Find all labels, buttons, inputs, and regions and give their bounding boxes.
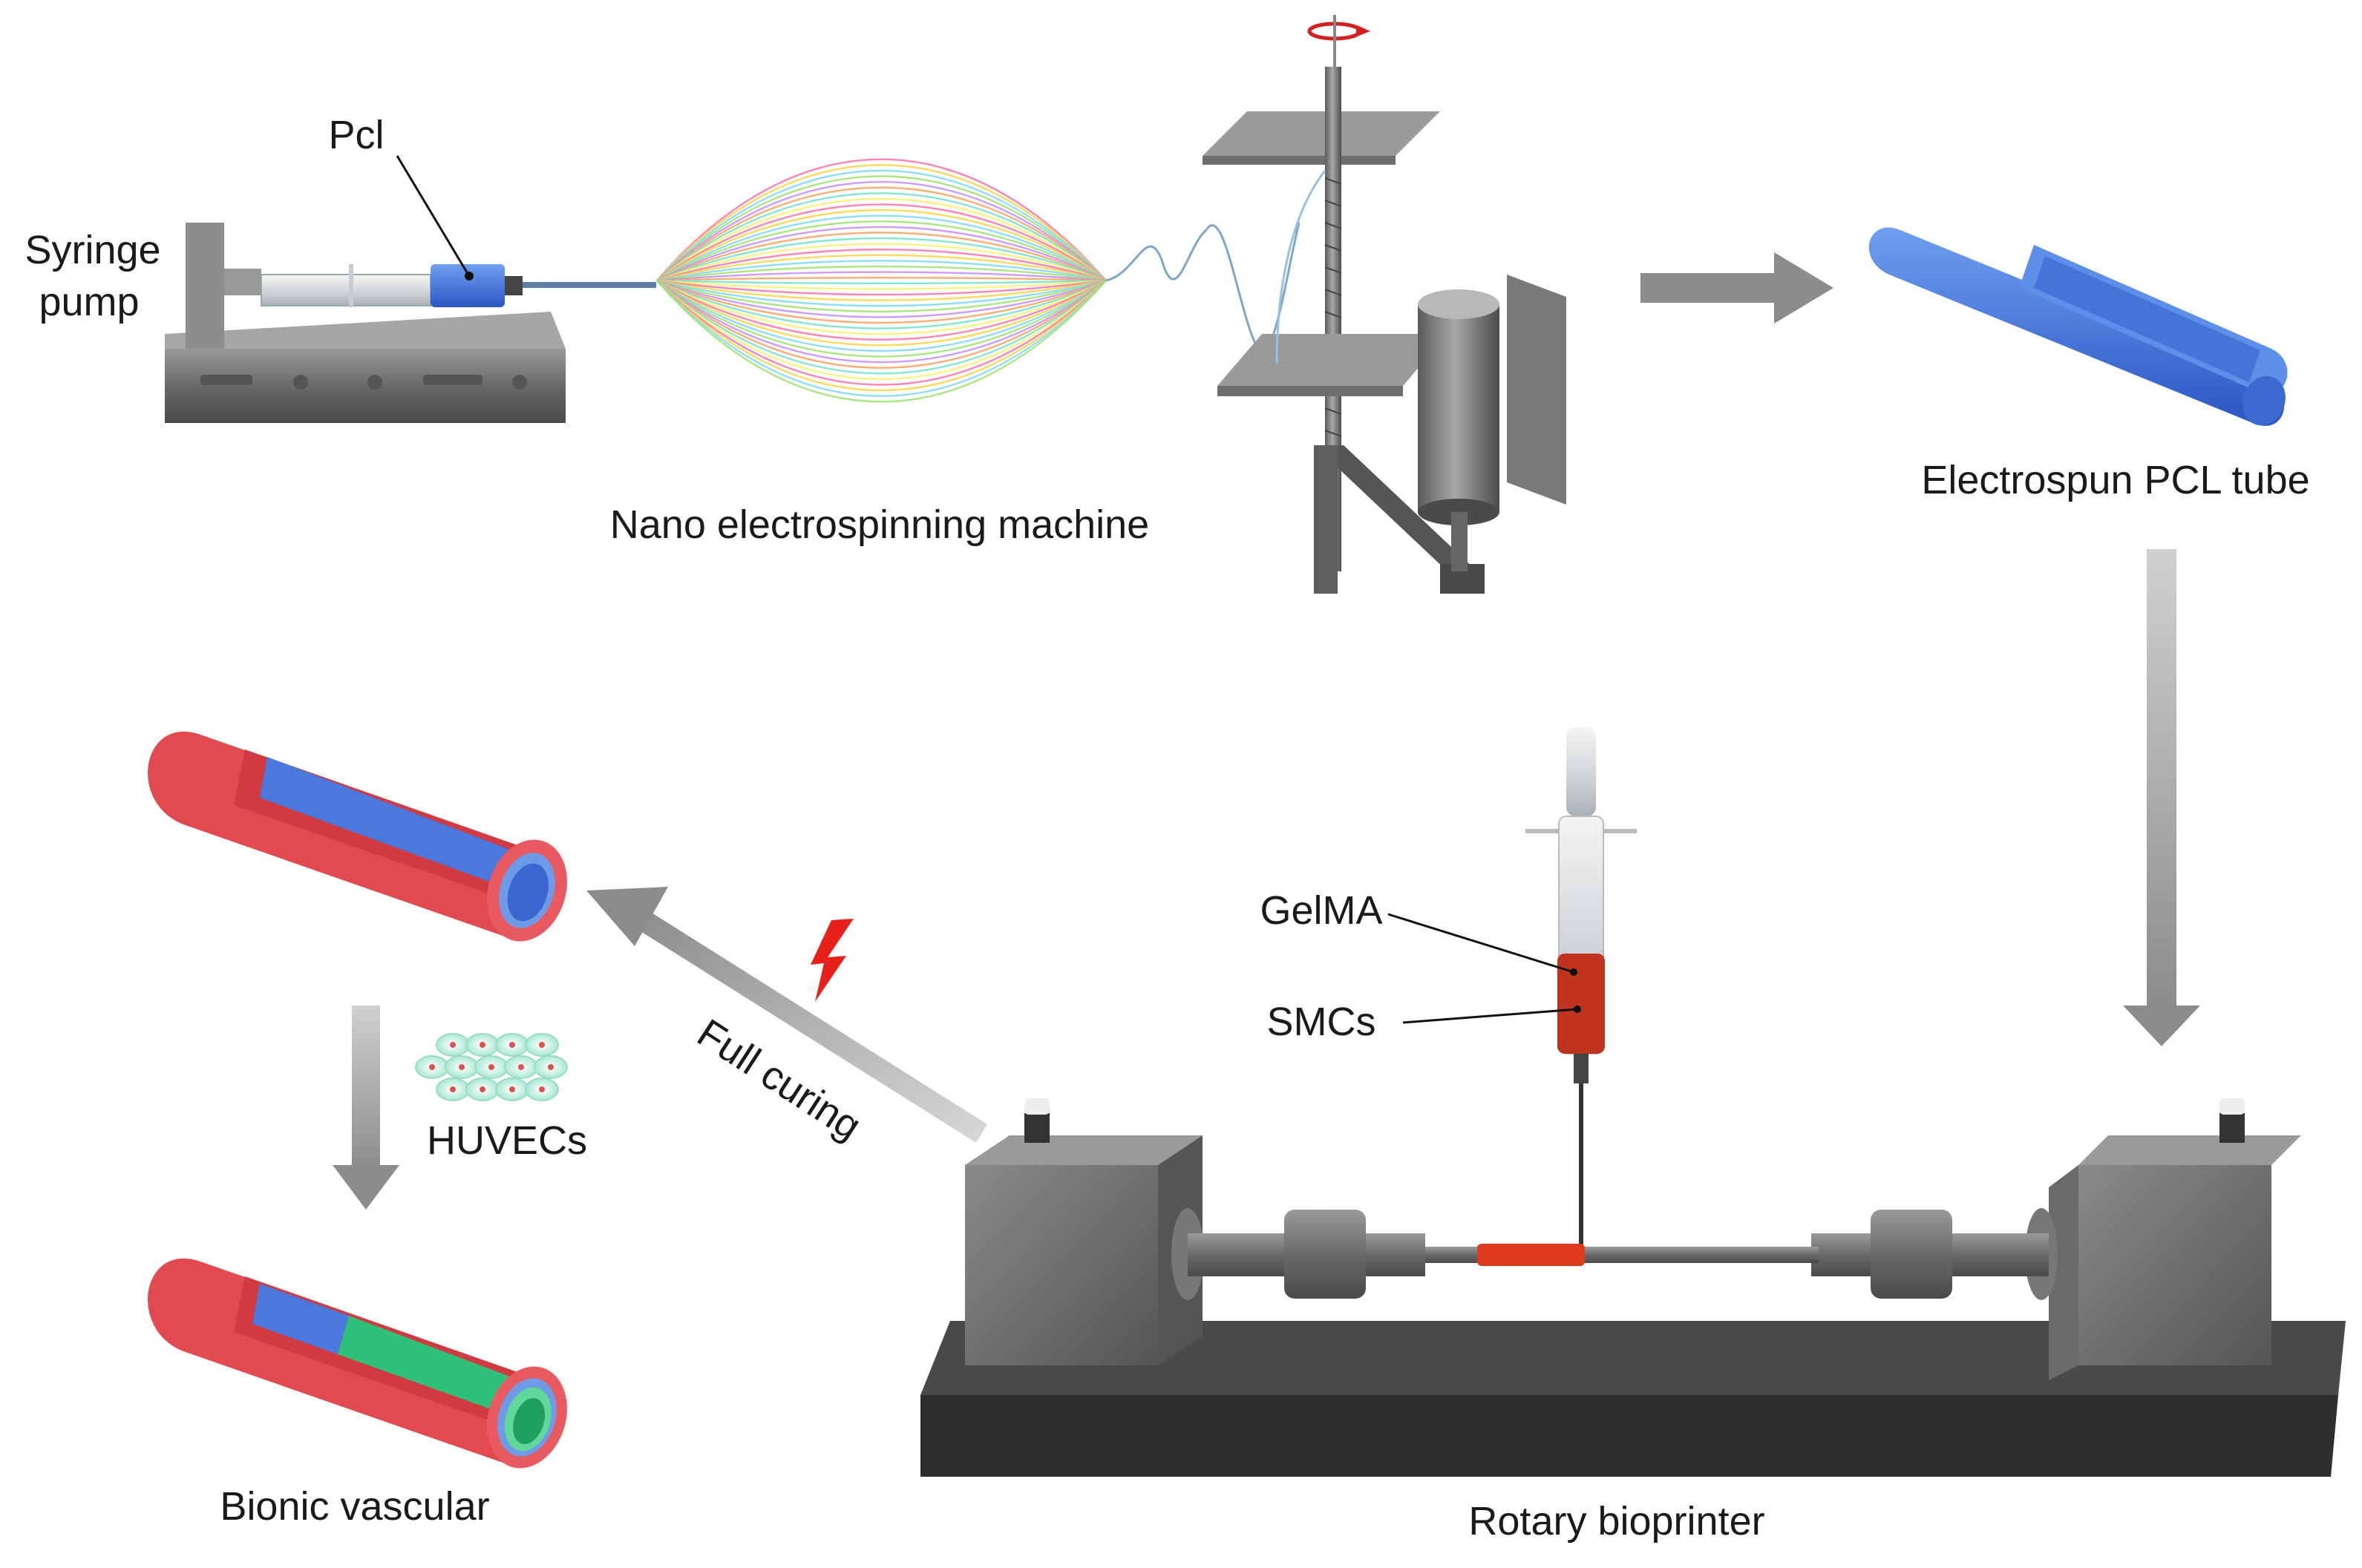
huvec-nucleus xyxy=(429,1064,435,1070)
fiber-strand xyxy=(656,279,1107,352)
fiber-strand xyxy=(656,158,1107,281)
collector-stand xyxy=(1203,67,1566,594)
label-pcl: Pcl xyxy=(328,113,384,157)
label-bionic-vascular: Bionic vascular xyxy=(220,1484,489,1529)
syringe-pump xyxy=(165,223,566,423)
label-huvecs: HUVECs xyxy=(427,1118,587,1163)
fiber-strand xyxy=(656,279,1107,284)
fiber-strand xyxy=(656,243,1107,282)
collector-wire xyxy=(1275,170,1326,364)
huvec-nucleus xyxy=(480,1042,485,1048)
uv-curing-icon xyxy=(811,919,854,1002)
fiber-strand xyxy=(656,209,1107,282)
fiber-strand xyxy=(656,279,1107,301)
huvec-nucleus xyxy=(459,1064,465,1070)
huvec-nucleus xyxy=(539,1042,545,1048)
fiber-strand xyxy=(656,280,1107,358)
fiber-strand xyxy=(656,260,1107,282)
fiber-strand xyxy=(656,169,1107,281)
label-gelma: GelMA xyxy=(1260,888,1382,933)
huvec-nucleus xyxy=(509,1042,515,1048)
fiber-strand xyxy=(656,279,1107,335)
fiber-strand xyxy=(656,164,1107,281)
fiber-strand xyxy=(656,280,1107,375)
fiber-strand xyxy=(656,186,1107,281)
fiber-strand xyxy=(656,280,1107,381)
arrow-tube-to-bioprinter xyxy=(2123,549,2200,1046)
fiber-strand xyxy=(656,279,1107,296)
huvec-nucleus xyxy=(450,1086,456,1092)
pcl-leader xyxy=(396,155,471,277)
fiber-strand xyxy=(656,279,1107,290)
fiber-strand xyxy=(656,280,1107,397)
rotary-bioprinter xyxy=(920,1098,2346,1477)
huvec-nucleus xyxy=(539,1086,545,1092)
smcs-leader-dot xyxy=(1574,1006,1581,1013)
fiber-strand xyxy=(656,192,1107,281)
fiber-strand xyxy=(656,237,1107,282)
label-full-curing: Full curing xyxy=(690,1011,869,1149)
arrow-to-bionic xyxy=(333,1006,399,1210)
fiber-strand xyxy=(656,220,1107,282)
fiber-strand xyxy=(656,271,1107,282)
fiber-strand xyxy=(656,279,1107,329)
label-syringe: Syringe xyxy=(24,228,160,272)
electrospun-pcl-tube xyxy=(1868,227,2288,426)
smcs-leader xyxy=(1402,1008,1578,1024)
spinning-jet xyxy=(1105,222,1301,353)
electrospinning-fibers xyxy=(656,158,1107,403)
fiber-strand xyxy=(656,249,1107,282)
label-nano-electrospinning-machine: Nano electrospinning machine xyxy=(610,502,1149,547)
fiber-strand xyxy=(656,203,1107,281)
fiber-strand xyxy=(656,279,1107,347)
label-electrospun-pcl-tube: Electrospun PCL tube xyxy=(1921,458,2309,502)
rotation-icon xyxy=(1307,15,1370,67)
fiber-strand xyxy=(656,279,1107,324)
arrow-full-curing xyxy=(586,887,987,1143)
label-smcs: SMCs xyxy=(1267,1000,1376,1044)
fiber-strand xyxy=(656,279,1107,341)
fiber-strand xyxy=(656,279,1107,307)
label-rotary-bioprinter: Rotary bioprinter xyxy=(1468,1499,1764,1544)
syringe-pcl xyxy=(261,264,656,307)
fiber-strand xyxy=(656,277,1107,282)
huvec-nucleus xyxy=(450,1042,456,1048)
huvec-nucleus xyxy=(480,1086,485,1092)
label-pump: pump xyxy=(39,280,139,324)
fiber-strand xyxy=(656,175,1107,281)
vessel-smc-layer xyxy=(148,731,567,942)
fiber-strand xyxy=(656,265,1107,282)
fiber-strand xyxy=(656,280,1107,403)
gelma-leader xyxy=(1387,913,1574,974)
fiber-strand xyxy=(656,232,1107,282)
huvec-nucleus xyxy=(488,1064,494,1070)
fiber-strand xyxy=(656,254,1107,282)
bionic-vascular-vessel xyxy=(148,1258,567,1469)
fiber-strand xyxy=(656,214,1107,282)
fiber-strand xyxy=(656,280,1107,369)
fiber-strand xyxy=(656,279,1107,312)
huvec-nucleus xyxy=(509,1086,515,1092)
fiber-strand xyxy=(656,280,1107,392)
pcl-leader-dot xyxy=(465,272,474,281)
fiber-strand xyxy=(656,280,1107,364)
fiber-strand xyxy=(656,197,1107,281)
fiber-strand xyxy=(656,226,1107,282)
arrow-to-tube xyxy=(1640,252,1833,324)
huvec-nucleus xyxy=(518,1064,524,1070)
huvec-nucleus xyxy=(548,1064,554,1070)
gelma-leader-dot xyxy=(1570,968,1577,976)
fiber-strand xyxy=(656,180,1107,281)
huvecs-cells-icon xyxy=(415,1033,568,1101)
fiber-strand xyxy=(656,280,1107,386)
fiber-strand xyxy=(656,279,1107,318)
bioprinter-syringe xyxy=(1525,727,1637,1247)
